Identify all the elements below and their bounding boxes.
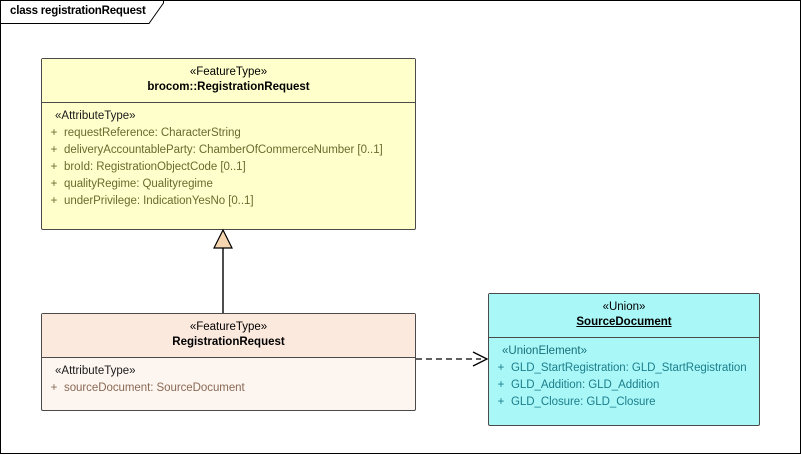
class-stereotype: «FeatureType» <box>189 66 268 78</box>
attributes-compartment: «AttributeType» + sourceDocument: Source… <box>42 358 415 403</box>
diagram-frame-tab: class registrationRequest <box>1 1 146 22</box>
class-box-brocom-registration-request[interactable]: «FeatureType» brocom::RegistrationReques… <box>41 58 416 230</box>
attribute-label: requestReference: CharacterString <box>64 127 241 139</box>
attribute-row[interactable]: + broId: RegistrationObjectCode [0..1] <box>42 159 415 176</box>
visibility-marker: + <box>50 161 58 173</box>
attribute-row[interactable]: + deliveryAccountableParty: ChamberOfCom… <box>42 142 415 159</box>
visibility-marker: + <box>50 178 58 190</box>
class-stereotype: «FeatureType» <box>189 321 268 333</box>
class-header: «FeatureType» RegistrationRequest <box>42 314 415 357</box>
diagram-title: class registrationRequest <box>10 5 146 17</box>
attribute-row[interactable]: + qualityRegime: Qualityregime <box>42 176 415 193</box>
attribute-row[interactable]: + GLD_Addition: GLD_Addition <box>489 377 759 394</box>
class-name: brocom::RegistrationRequest <box>147 81 310 93</box>
visibility-marker: + <box>497 396 505 408</box>
compartment-stereotype: «AttributeType» <box>55 110 136 122</box>
diagram-frame-tab-outline <box>1 1 164 24</box>
compartment-divider <box>489 337 759 338</box>
compartment-divider <box>42 102 415 103</box>
compartment-stereotype: «AttributeType» <box>55 365 136 377</box>
generalization-arrowhead <box>213 228 233 249</box>
compartment-stereotype: «UnionElement» <box>502 345 588 357</box>
visibility-marker: + <box>50 382 58 394</box>
attribute-label: GLD_Addition: GLD_Addition <box>511 379 660 391</box>
dependency-arrowhead <box>472 351 489 367</box>
attribute-label: qualityRegime: Qualityregime <box>64 178 213 190</box>
class-box-source-document[interactable]: «Union» SourceDocument «UnionElement» + … <box>488 293 760 426</box>
attribute-label: broId: RegistrationObjectCode [0..1] <box>64 161 246 173</box>
connector-dependency[interactable] <box>416 351 489 367</box>
class-name: RegistrationRequest <box>172 336 285 348</box>
visibility-marker: + <box>497 379 505 391</box>
compartment-divider <box>42 357 415 358</box>
attribute-label: GLD_Closure: GLD_Closure <box>511 396 656 408</box>
visibility-marker: + <box>50 127 58 139</box>
class-box-registration-request[interactable]: «FeatureType» RegistrationRequest «Attri… <box>41 313 416 411</box>
attribute-label: underPrivilege: IndicationYesNo [0..1] <box>64 195 254 207</box>
visibility-marker: + <box>497 362 505 374</box>
class-stereotype: «Union» <box>602 301 646 313</box>
class-header: «Union» SourceDocument <box>489 294 759 337</box>
attribute-label: GLD_StartRegistration: GLD_StartRegistra… <box>511 362 747 374</box>
class-header: «FeatureType» brocom::RegistrationReques… <box>42 59 415 102</box>
attribute-row[interactable]: + underPrivilege: IndicationYesNo [0..1] <box>42 193 415 210</box>
attributes-compartment: «UnionElement» + GLD_StartRegistration: … <box>489 338 759 417</box>
attribute-row[interactable]: + GLD_StartRegistration: GLD_StartRegist… <box>489 360 759 377</box>
visibility-marker: + <box>50 195 58 207</box>
attribute-row[interactable]: + GLD_Closure: GLD_Closure <box>489 394 759 411</box>
connector-generalization[interactable] <box>213 228 233 313</box>
attribute-label: sourceDocument: SourceDocument <box>64 382 245 394</box>
attribute-row[interactable]: + requestReference: CharacterString <box>42 125 415 142</box>
attribute-row[interactable]: + sourceDocument: SourceDocument <box>42 380 415 397</box>
attributes-compartment: «AttributeType» + requestReference: Char… <box>42 103 415 216</box>
attribute-label: deliveryAccountableParty: ChamberOfComme… <box>64 144 383 156</box>
visibility-marker: + <box>50 144 58 156</box>
class-name: SourceDocument <box>576 316 672 328</box>
